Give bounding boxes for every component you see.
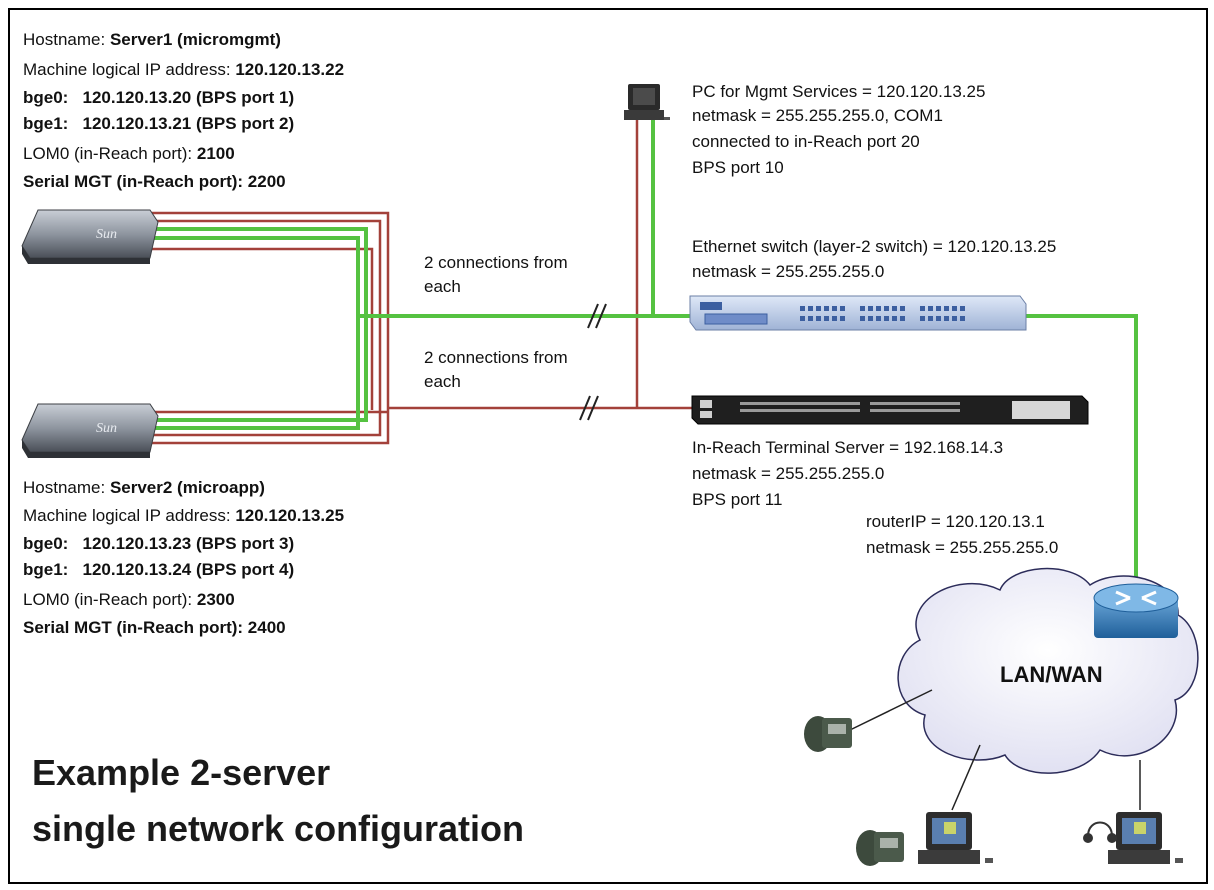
server1-ip: Machine logical IP address: 120.120.13.2…: [23, 60, 345, 79]
cloud-label: LAN/WAN: [1000, 662, 1103, 687]
router-device: [1093, 583, 1179, 638]
diagram-title-line2: single network configuration: [32, 808, 525, 849]
router-label-line1: routerIP = 120.120.13.1: [866, 512, 1045, 531]
pc-label-line2: netmask = 255.255.255.0, COM1: [692, 106, 943, 125]
sun-logo-1: Sun: [96, 227, 117, 242]
headset-icon: [1083, 821, 1117, 843]
terminal-server-label-line2: netmask = 255.255.255.0: [692, 464, 885, 483]
workstation-icon-2: [1108, 812, 1183, 864]
server1-hostname: Hostname: Server1 (micromgmt): [23, 30, 281, 49]
break-marker-serial: [579, 395, 599, 421]
pc-label-line3: connected to in-Reach port 20: [692, 132, 920, 151]
router-label-line2: netmask = 255.255.255.0: [866, 538, 1059, 557]
break-marker-ethernet: [587, 303, 607, 329]
server2-lom: LOM0 (in-Reach port): 2300: [23, 590, 235, 609]
switch-label-line1: Ethernet switch (layer-2 switch) = 120.1…: [692, 237, 1057, 256]
sun-logo-2: Sun: [96, 421, 117, 436]
ethernet-switch-device: [689, 295, 1027, 331]
ip-phone-icon-2: [856, 830, 904, 866]
server1-serial: Serial MGT (in-Reach port): 2200: [23, 172, 286, 191]
ip-phone-icon: [804, 716, 852, 752]
workstation-icon: [918, 812, 993, 864]
serial-cables: [150, 120, 692, 445]
terminal-server-label-line3: BPS port 11: [692, 490, 783, 509]
terminal-server-device: [691, 395, 1089, 425]
pc-label-line1: PC for Mgmt Services = 120.120.13.25: [692, 82, 986, 101]
server2-hostname: Hostname: Server2 (microapp): [23, 478, 265, 497]
mgmt-pc-icon: [624, 84, 670, 120]
connections-label-lower-each: each: [424, 372, 461, 391]
server1-device: Sun: [21, 209, 159, 264]
connections-label-lower: 2 connections from: [424, 348, 568, 367]
client-links: [849, 689, 1141, 811]
terminal-server-label-line1: In-Reach Terminal Server = 192.168.14.3: [692, 438, 1004, 457]
diagram-title-line1: Example 2-server: [32, 752, 331, 793]
server2-bge0: bge0: 120.120.13.23 (BPS port 3): [23, 534, 295, 553]
connections-label-upper: 2 connections from: [424, 253, 568, 272]
pc-label-line4: BPS port 10: [692, 158, 784, 177]
switch-label-line2: netmask = 255.255.255.0: [692, 262, 885, 281]
server1-bge0: bge0: 120.120.13.20 (BPS port 1): [23, 88, 295, 107]
server2-ip: Machine logical IP address: 120.120.13.2…: [23, 506, 345, 525]
server2-serial: Serial MGT (in-Reach port): 2400: [23, 618, 286, 637]
server1-bge1: bge1: 120.120.13.21 (BPS port 2): [23, 114, 295, 133]
server1-lom: LOM0 (in-Reach port): 2100: [23, 144, 235, 163]
server2-device: Sun: [21, 403, 159, 458]
server2-bge1: bge1: 120.120.13.24 (BPS port 4): [23, 560, 295, 579]
ethernet-cables: [150, 120, 1138, 598]
connections-label-upper-each: each: [424, 277, 461, 296]
